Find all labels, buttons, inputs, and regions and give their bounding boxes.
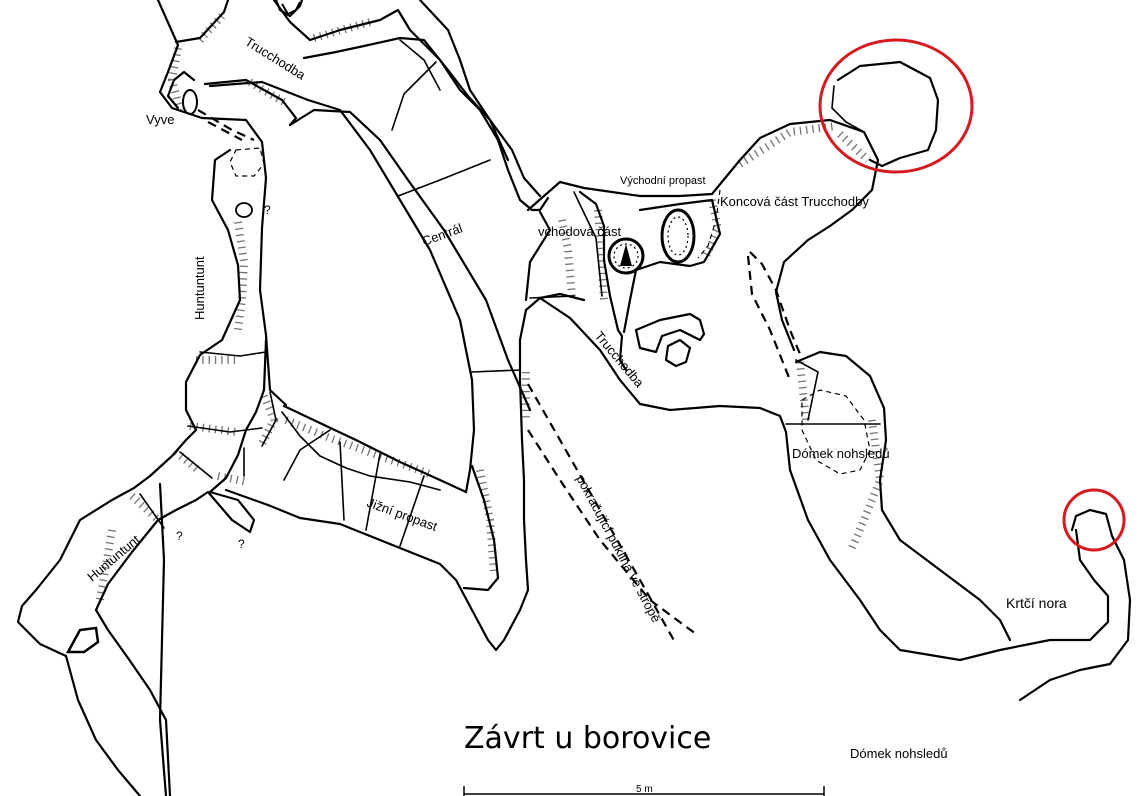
east-entrance-outer [526,118,880,352]
pit-symbol-vyve [182,89,198,115]
central-west-wall [208,80,476,494]
huntuntunt-wall-east [94,338,268,796]
label-jizni-propast: Jižní propast [365,495,440,534]
koncova-inner [622,198,722,334]
label-trucchodba-north: Trucchodba [242,34,308,83]
label-pokracujici-puklina: pokračující puklina ve stropě [573,472,664,625]
label-domek-nohsledu-cave: Dómek nohsledů [792,446,890,461]
label-central: Centrál [420,220,465,248]
label-koncova-cast: Koncová část Trucchodby [720,194,869,209]
scale-bar: 5 m [463,784,825,796]
pit-symbol-huntuntunt-lower [65,626,100,654]
north-loop-wall [174,0,230,44]
northeast-lobe-inner [831,85,865,133]
highlight-ring-northeast [818,38,974,174]
label-huntuntunt-upper: Huntuntunt [192,256,207,320]
label-trucchodba-south: Trucchodba [592,328,648,390]
huntuntunt-wall-west [16,148,242,658]
south-chamber-inner [462,464,500,592]
trucchodba-south-wall [538,296,1110,662]
small-pit-top [274,0,304,18]
slope-hatching [96,13,885,601]
jizni-propast-wall [282,404,468,494]
question-mark-3: ? [238,537,245,551]
label-vychodova-cast: vchodová část [538,224,621,239]
pit-symbol-entrance [607,237,645,275]
koncova-dashed-edge [697,189,721,259]
map-title: Závrt u borovice [464,721,711,756]
east-entrance-inner [524,210,552,302]
south-chamber-wall [224,292,586,652]
highlight-ring-krtci-nora [1062,488,1126,552]
lower-passage-wall [64,654,142,796]
label-krtci-nora: Krtčí nora [1006,595,1067,611]
north-channel [418,0,510,162]
scale-label: 5 m [636,784,653,795]
vyve-dashed-blob [229,147,265,177]
pit-symbol-vychodni [660,208,696,264]
cross-sections [139,39,881,547]
ceiling-crack-dashed-2 [527,429,697,635]
label-vyve: Vyve [146,112,174,127]
label-domek-nohsledu-footer: Dómek nohsledů [850,746,948,761]
domek-west-wall [794,350,1012,642]
west-wall-upper [156,0,288,407]
question-mark-2: ? [176,529,183,543]
northeast-lobe [836,60,940,168]
label-vychodni-propast: Východní propast [620,175,706,187]
vyve-connection-dashed [197,109,255,142]
top-loop-inner [302,36,542,198]
pit-symbol-huntuntunt [235,202,253,218]
pit-symbol-top [281,1,301,16]
domek-dashed-chamber [801,389,871,475]
question-mark-1: ? [264,203,271,217]
entrance-chamber [578,190,628,372]
trucchodba-north-wall [203,78,298,127]
top-loop [272,0,550,212]
domek-dashed-outline [746,251,802,381]
central-east-wall [288,108,532,412]
entrance-rock-1 [634,312,706,354]
lower-passage-wall-2 [158,482,168,796]
vyve-connection-dashed-2 [207,121,243,141]
entrance-rock-2 [664,338,692,368]
krtci-nora-wall [1018,508,1132,702]
